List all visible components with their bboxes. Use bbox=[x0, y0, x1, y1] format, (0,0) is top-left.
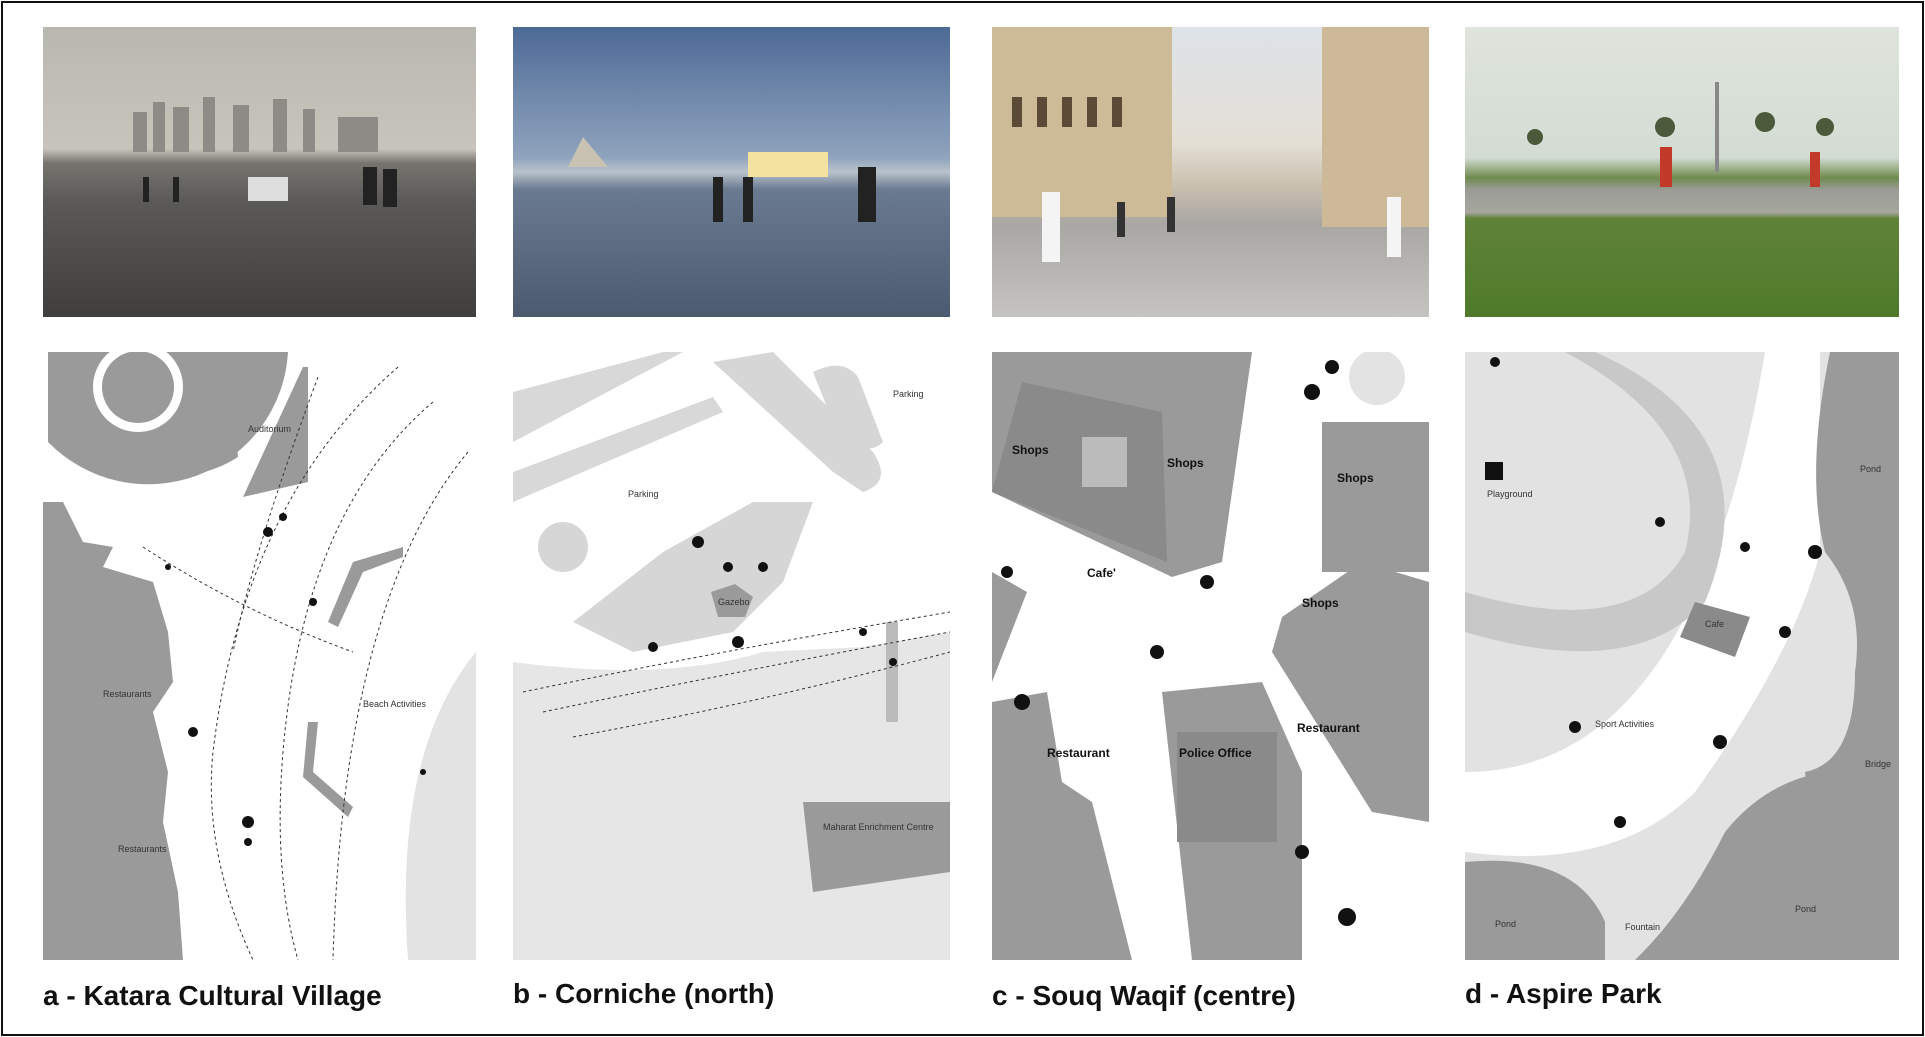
caption-aspire-park: d - Aspire Park bbox=[1465, 978, 1662, 1009]
map-label: Gazebo bbox=[718, 597, 750, 607]
caption-katara: a - Katara Cultural Village bbox=[43, 980, 382, 1011]
map-label: Restaurants bbox=[118, 844, 167, 854]
map-label: Police Office bbox=[1179, 746, 1252, 760]
caption-corniche: b - Corniche (north) bbox=[513, 978, 775, 1009]
map-label: Beach Activities bbox=[363, 699, 427, 709]
photo-aspire-art bbox=[1527, 82, 1834, 187]
map-label: Cafe' bbox=[1087, 566, 1116, 580]
map-aspire-park: Playground Cafe Sport Activities Pond Br… bbox=[1465, 352, 1899, 960]
map-souq-waqif: Shops Shops Shops Cafe' Shops Restaurant… bbox=[992, 352, 1429, 960]
photo-corniche-art bbox=[568, 137, 876, 222]
map-label: Cafe bbox=[1705, 619, 1724, 629]
map-label: Pond bbox=[1495, 919, 1516, 929]
map-katara: Auditorium Restaurants Restaurants Beach… bbox=[43, 352, 476, 960]
map-label: Shops bbox=[1167, 456, 1204, 470]
map-label: Restaurants bbox=[103, 689, 152, 699]
map-label: Restaurant bbox=[1047, 746, 1110, 760]
photo-souq-art bbox=[992, 27, 1429, 262]
map-label: Pond bbox=[1860, 464, 1881, 474]
photo-aspire-park bbox=[1465, 27, 1899, 317]
map-label: Auditorium bbox=[248, 424, 291, 434]
map-label: Shops bbox=[1302, 596, 1339, 610]
map-label: Pond bbox=[1795, 904, 1816, 914]
map-label: Parking bbox=[893, 389, 924, 399]
photo-katara bbox=[43, 27, 476, 317]
map-label: Parking bbox=[628, 489, 659, 499]
map-label: Restaurant bbox=[1297, 721, 1360, 735]
photo-katara-art bbox=[133, 97, 397, 207]
map-corniche: Parking Parking Gazebo Maharat Enrichmen… bbox=[513, 352, 950, 960]
caption-souq-waqif: c - Souq Waqif (centre) bbox=[992, 980, 1296, 1011]
map-label: Playground bbox=[1487, 489, 1533, 499]
photo-corniche bbox=[513, 27, 950, 317]
map-label: Shops bbox=[1337, 471, 1374, 485]
map-label: Fountain bbox=[1625, 922, 1660, 932]
photo-souq-waqif bbox=[992, 27, 1429, 317]
map-label: Bridge bbox=[1865, 759, 1891, 769]
map-label: Maharat Enrichment Centre bbox=[823, 822, 934, 832]
map-label: Sport Activities bbox=[1595, 719, 1655, 729]
map-label: Shops bbox=[1012, 443, 1049, 457]
